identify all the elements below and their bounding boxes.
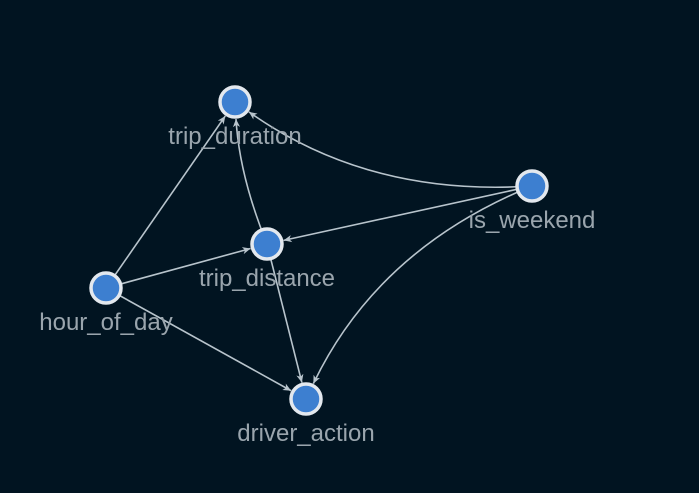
node-is_weekend[interactable]: is_weekend [469, 169, 596, 234]
node-circle-hour_of_day[interactable] [89, 271, 123, 305]
node-label-driver_action: driver_action [237, 420, 374, 447]
node-circle-driver_action[interactable] [289, 382, 323, 416]
node-hour_of_day[interactable]: hour_of_day [39, 271, 173, 336]
edge-trip_distance-to-driver_action [266, 243, 304, 383]
node-trip_duration[interactable]: trip_duration [168, 85, 302, 150]
edge-is_weekend-to-trip_distance [283, 185, 533, 243]
node-label-is_weekend: is_weekend [469, 207, 596, 234]
node-label-trip_duration: trip_duration [168, 123, 301, 150]
node-driver_action[interactable]: driver_action [237, 382, 375, 447]
edge-is_weekend-to-trip_duration [248, 111, 533, 189]
node-circle-is_weekend[interactable] [515, 169, 549, 203]
node-trip_distance[interactable]: trip_distance [199, 227, 335, 292]
node-label-hour_of_day: hour_of_day [39, 309, 172, 336]
node-circle-trip_duration[interactable] [218, 85, 252, 119]
edge-is_weekend-to-driver_action [312, 185, 533, 385]
edges-layer [105, 111, 533, 392]
nodes-layer: trip_duration is_weekend trip_distancehour… [39, 85, 596, 447]
edge-hour_of_day-to-trip_duration [105, 115, 226, 289]
node-circle-trip_distance[interactable] [250, 227, 284, 261]
node-label-trip_distance: trip_distance [199, 265, 335, 292]
edge-hour_of_day-to-trip_distance [105, 247, 251, 289]
edge-hour_of_day-to-driver_action [105, 287, 292, 392]
